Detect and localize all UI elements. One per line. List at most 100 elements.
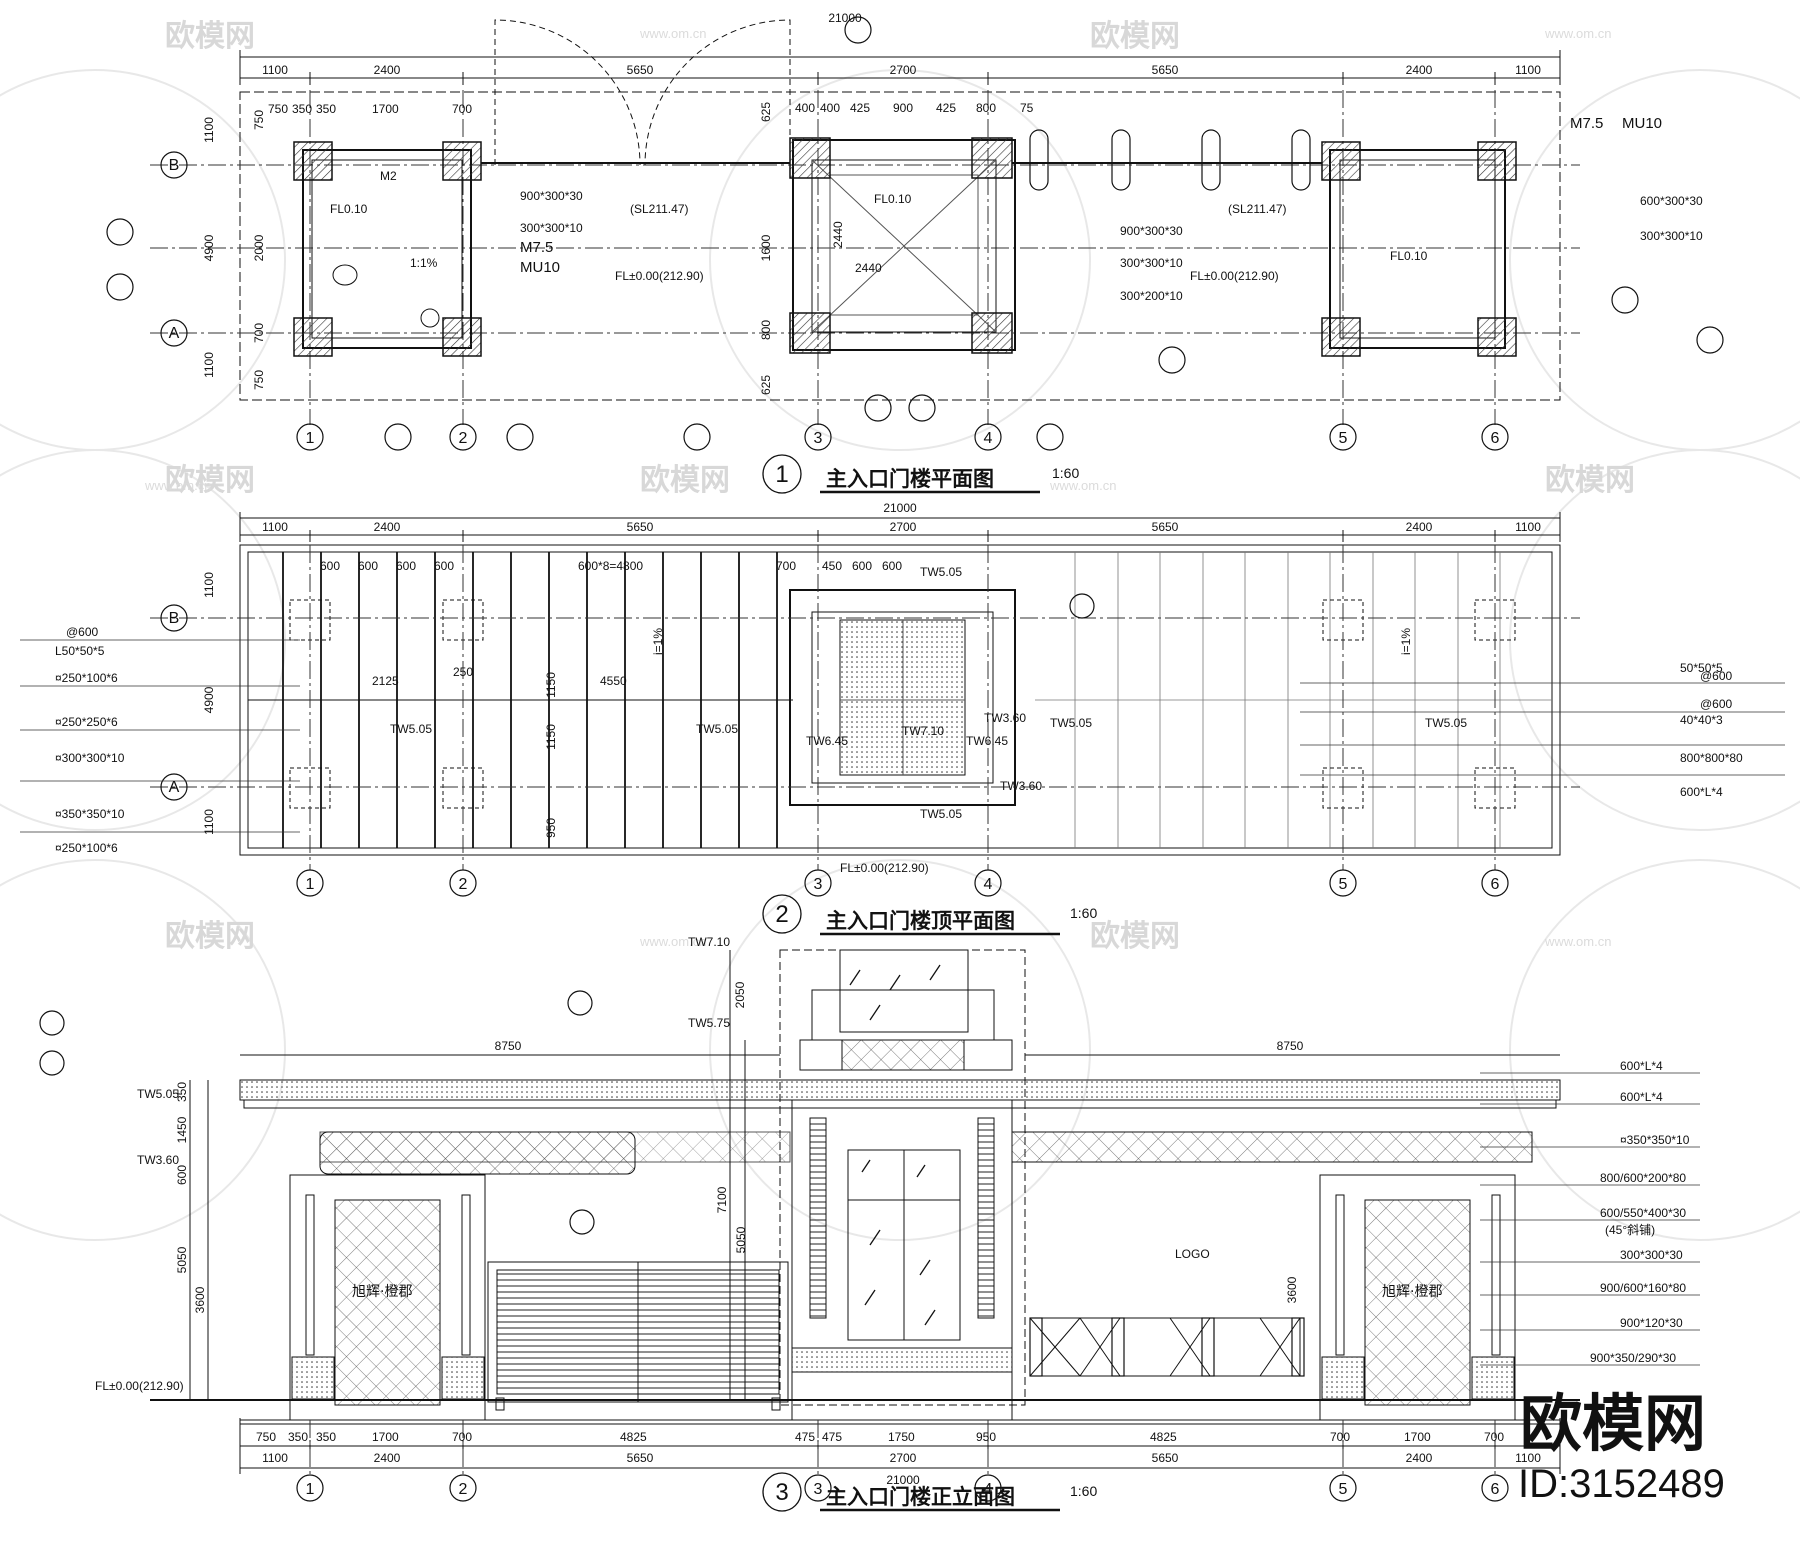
elev-dim: 5050 bbox=[175, 1246, 189, 1273]
elev-dim: 1100 bbox=[1515, 1451, 1541, 1465]
roof-level: TW5.05 bbox=[696, 722, 738, 736]
axis-label-5: 5 bbox=[1339, 1481, 1348, 1498]
elev-dim: 2050 bbox=[733, 981, 747, 1008]
elev-dim: 700 bbox=[1330, 1430, 1350, 1444]
roof-note: ¤300*300*10 bbox=[55, 751, 125, 765]
elev-note: (45°斜铺) bbox=[1605, 1223, 1655, 1237]
plan-dim: 4900 bbox=[202, 234, 216, 261]
elev-dim: 7100 bbox=[715, 1186, 729, 1213]
plan-level: FL±0.00(212.90) bbox=[1190, 269, 1279, 283]
elev-dim: 5650 bbox=[627, 1451, 654, 1465]
axis-label-3: 3 bbox=[814, 1481, 823, 1498]
axis-label-2: 2 bbox=[459, 430, 468, 447]
plan-level: FL0.10 bbox=[330, 202, 368, 216]
plan-dim: 1100 bbox=[1515, 63, 1541, 77]
elev-dim: 475 bbox=[822, 1430, 842, 1444]
elev-drawing-number: 3 bbox=[775, 1479, 788, 1506]
axis-label-2: 2 bbox=[459, 876, 468, 893]
roof-note: @600 bbox=[66, 625, 99, 639]
watermark-url: www.om.cn bbox=[639, 934, 706, 949]
roof-note: ¤250*100*6 bbox=[55, 671, 118, 685]
roof-dim: 2125 bbox=[372, 674, 399, 688]
roof-note: 40*40*3 bbox=[1680, 713, 1723, 727]
elev-dim: 4825 bbox=[620, 1430, 647, 1444]
watermark-url: www.om.cn bbox=[1544, 26, 1611, 41]
axis-label-a: A bbox=[169, 779, 180, 796]
roof-dim: 5650 bbox=[627, 520, 654, 534]
plan-dim: 425 bbox=[936, 101, 956, 115]
roof-dim: 2400 bbox=[374, 520, 401, 534]
roof-dim: 2400 bbox=[1406, 520, 1433, 534]
plan-dim: 750 bbox=[268, 102, 288, 116]
elev-dim: 600 bbox=[175, 1165, 189, 1185]
plan-dim: 2000 bbox=[252, 234, 266, 261]
axis-label-b: B bbox=[169, 610, 180, 627]
plan-note: 300*300*10 bbox=[1120, 256, 1183, 270]
roof-dim: 450 bbox=[822, 559, 842, 573]
plan-note: MU10 bbox=[1622, 115, 1662, 132]
elev-dim: 3600 bbox=[1285, 1276, 1299, 1303]
elev-level: TW7.10 bbox=[688, 935, 730, 949]
plan-dim: 5650 bbox=[627, 63, 654, 77]
axis-label-5: 5 bbox=[1339, 876, 1348, 893]
roof-dim: 600 bbox=[320, 559, 340, 573]
elevation-view bbox=[39, 949, 1700, 1512]
elev-dim: 1700 bbox=[372, 1430, 399, 1444]
elev-dim: 750 bbox=[256, 1430, 276, 1444]
elev-note: 600*L*4 bbox=[1620, 1059, 1663, 1073]
plan-dim: 900 bbox=[893, 101, 913, 115]
roof-level: TW5.05 bbox=[920, 565, 962, 579]
roof-note: L50*50*5 bbox=[55, 644, 105, 658]
plan-view bbox=[106, 16, 1724, 494]
axis-label-1: 1 bbox=[306, 430, 315, 447]
watermark-layer: 欧模网 欧模网 欧模网 欧模网 欧模网 欧模网 欧模网 www.om.cn ww… bbox=[0, 19, 1800, 1241]
plan-dim: 1100 bbox=[262, 63, 288, 77]
roof-dim: 600 bbox=[852, 559, 872, 573]
roof-dim: 600*8=4800 bbox=[578, 559, 643, 573]
roof-slope: i=1% bbox=[651, 628, 665, 655]
elev-dim: 475 bbox=[795, 1430, 815, 1444]
plan-level: FL±0.00(212.90) bbox=[615, 269, 704, 283]
plan-note: M7.5 bbox=[520, 239, 553, 256]
elev-dim: 2400 bbox=[374, 1451, 401, 1465]
plan-note: 600*300*30 bbox=[1640, 194, 1703, 208]
watermark-brand: 欧模网 bbox=[1545, 463, 1635, 498]
axis-label-b: B bbox=[169, 157, 180, 174]
roof-dim: 1100 bbox=[262, 520, 288, 534]
plan-dim: 2400 bbox=[1406, 63, 1433, 77]
elev-note: 900*350/290*30 bbox=[1590, 1351, 1676, 1365]
axis-label-3: 3 bbox=[814, 430, 823, 447]
plan-dim: 800 bbox=[759, 320, 773, 340]
roof-dim: 600 bbox=[396, 559, 416, 573]
plan-dim: 1100 bbox=[202, 117, 216, 143]
elev-level: TW5.05 bbox=[137, 1087, 179, 1101]
plan-scale: 1:60 bbox=[1052, 465, 1079, 481]
elev-level: FL±0.00(212.90) bbox=[95, 1379, 184, 1393]
elev-level: TW3.60 bbox=[137, 1153, 179, 1167]
plan-dim: 5650 bbox=[1152, 63, 1179, 77]
plan-dim: 700 bbox=[452, 102, 472, 116]
elev-note: ¤350*350*10 bbox=[1620, 1133, 1690, 1147]
elev-dim: 4825 bbox=[1150, 1430, 1177, 1444]
watermark-url: www.om.cn bbox=[639, 26, 706, 41]
plan-dim: 750 bbox=[252, 110, 266, 130]
roof-dim: 950 bbox=[544, 818, 558, 838]
plan-dim: 700 bbox=[252, 323, 266, 343]
roof-level: TW5.05 bbox=[390, 722, 432, 736]
roof-level: TW5.05 bbox=[1050, 716, 1092, 730]
plan-dim: 750 bbox=[252, 370, 266, 390]
axis-label-6: 6 bbox=[1491, 430, 1500, 447]
roof-drawing-number: 2 bbox=[775, 901, 788, 928]
roof-dim: 1150 bbox=[544, 724, 558, 750]
plan-level: FL0.10 bbox=[1390, 249, 1428, 263]
roof-plan-view bbox=[20, 512, 1785, 936]
plan-note: MU10 bbox=[520, 259, 560, 276]
roof-note: ¤250*250*6 bbox=[55, 715, 118, 729]
roof-dim: 600 bbox=[434, 559, 454, 573]
axis-label-5: 5 bbox=[1339, 430, 1348, 447]
elev-dim: 1450 bbox=[175, 1116, 189, 1143]
roof-plan-labels: 21000 1100 2400 5650 2700 5650 2400 1100… bbox=[55, 501, 1743, 933]
plan-note: 900*300*30 bbox=[1120, 224, 1183, 238]
plan-dim: 1100 bbox=[202, 352, 216, 378]
